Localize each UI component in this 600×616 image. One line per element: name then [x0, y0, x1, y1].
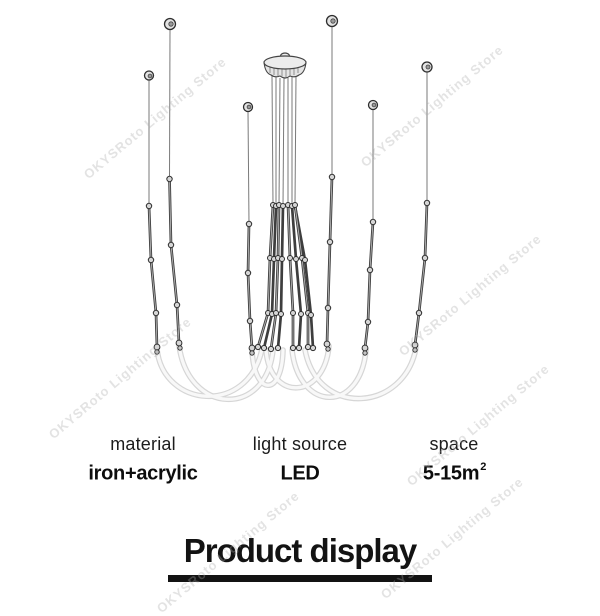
ceiling-canopy [263, 52, 307, 79]
spec-row: material iron+acrylic light source LED s… [0, 433, 600, 493]
acrylic-tubes [154, 342, 419, 403]
spec-space: space 5-15m2 [369, 433, 539, 487]
spec-light-source: light source LED [215, 433, 385, 487]
spec-material-value: iron+acrylic [88, 462, 198, 485]
spec-light-source-value: LED [280, 462, 320, 485]
ceiling-mount-spheres [143, 14, 433, 113]
rod-strands [147, 176, 429, 350]
suspension-cables [148, 26, 428, 225]
title-underline-bar [168, 575, 432, 582]
spec-space-sup: 2 [480, 461, 487, 473]
bead-connectors [145, 173, 431, 356]
page-title: Product display [183, 532, 418, 569]
chandelier-illustration [143, 14, 433, 403]
spec-space-label: space [429, 434, 479, 454]
spec-light-source-label: light source [252, 434, 348, 454]
spec-material-label: material [110, 434, 176, 454]
spec-material: material iron+acrylic [58, 433, 228, 487]
spec-space-value: 5-15m2 [422, 461, 487, 485]
